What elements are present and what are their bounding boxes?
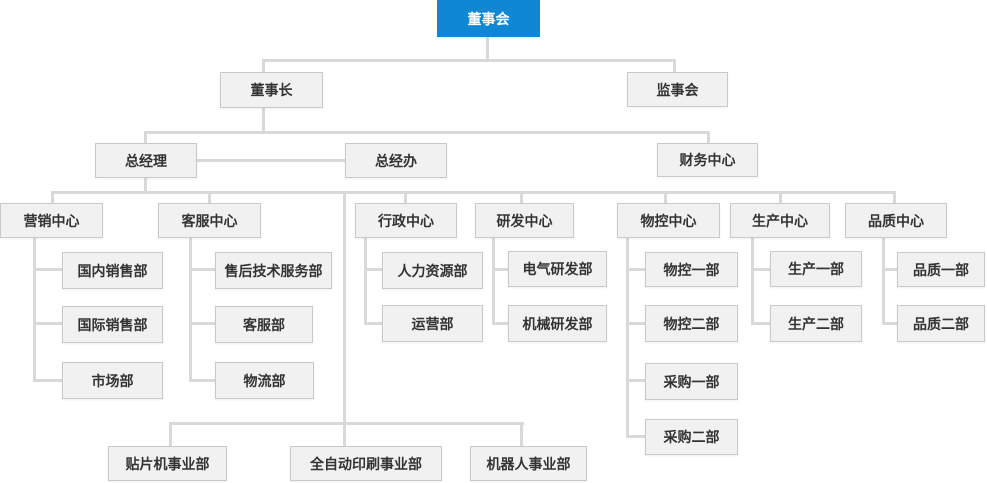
connector-line (492, 322, 508, 325)
node-board-of-directors[interactable]: 董事会 (437, 0, 540, 37)
connector-line (144, 131, 147, 144)
connector-line (33, 238, 36, 382)
node-production-2-dept[interactable]: 生产二部 (770, 305, 862, 342)
connector-line (751, 322, 770, 325)
connector-line (364, 268, 382, 271)
node-purchasing-1-dept[interactable]: 采购一部 (645, 363, 738, 400)
connector-line (626, 379, 645, 382)
connector-line (893, 191, 896, 204)
node-electrical-rd-dept[interactable]: 电气研发部 (508, 251, 607, 287)
node-auto-printing-bu[interactable]: 全自动印刷事业部 (290, 446, 442, 481)
node-material-control-2-dept[interactable]: 物控二部 (645, 305, 738, 342)
node-admin-center[interactable]: 行政中心 (355, 203, 457, 238)
connector-line (169, 422, 524, 425)
node-marketing-center[interactable]: 营销中心 (0, 203, 103, 238)
node-quality-1-dept[interactable]: 品质一部 (897, 252, 985, 287)
node-logistics-dept[interactable]: 物流部 (215, 362, 314, 399)
connector-line (882, 238, 885, 325)
connector-line (196, 159, 346, 162)
node-purchasing-2-dept[interactable]: 采购二部 (645, 419, 738, 455)
node-quality-2-dept[interactable]: 品质二部 (897, 305, 985, 342)
connector-line (626, 435, 645, 438)
connector-line (189, 238, 192, 382)
connector-line (492, 268, 508, 271)
connector-line (664, 191, 667, 204)
connector-line (779, 191, 782, 204)
connector-line (364, 238, 367, 325)
node-production-center[interactable]: 生产中心 (730, 203, 830, 238)
connector-line (486, 36, 489, 62)
node-material-control-1-dept[interactable]: 物控一部 (645, 252, 738, 287)
connector-line (33, 268, 62, 271)
node-finance-center[interactable]: 财务中心 (657, 143, 758, 177)
connector-line (343, 191, 346, 446)
connector-line (882, 268, 897, 271)
connector-line (751, 268, 770, 271)
connector-line (626, 268, 645, 271)
node-operations-dept[interactable]: 运营部 (382, 305, 483, 342)
node-smt-machine-bu[interactable]: 贴片机事业部 (108, 446, 227, 481)
connector-line (262, 59, 676, 62)
node-market-dept[interactable]: 市场部 (62, 362, 163, 399)
connector-line (169, 422, 172, 446)
connector-line (626, 238, 629, 438)
node-material-control-center[interactable]: 物控中心 (617, 203, 720, 238)
connector-line (33, 322, 62, 325)
node-gm-office[interactable]: 总经办 (345, 143, 447, 178)
connector-line (33, 379, 62, 382)
connector-line (882, 322, 897, 325)
connector-line (520, 191, 523, 204)
connector-line (51, 191, 896, 194)
node-international-sales-dept[interactable]: 国际销售部 (62, 306, 163, 343)
connector-line (144, 177, 147, 193)
connector-line (262, 59, 265, 72)
connector-line (262, 107, 265, 134)
node-rd-center[interactable]: 研发中心 (475, 203, 574, 238)
node-supervisory-board[interactable]: 监事会 (627, 72, 728, 107)
connector-line (364, 322, 382, 325)
connector-line (626, 322, 645, 325)
connector-line (751, 238, 754, 325)
node-production-1-dept[interactable]: 生产一部 (770, 251, 862, 287)
node-after-sales-tech-service-dept[interactable]: 售后技术服务部 (215, 252, 332, 289)
node-mechanical-rd-dept[interactable]: 机械研发部 (508, 305, 607, 342)
connector-line (189, 379, 215, 382)
node-robot-bu[interactable]: 机器人事业部 (470, 446, 587, 481)
connector-line (673, 59, 676, 72)
node-customer-service-dept[interactable]: 客服部 (215, 306, 313, 343)
node-hr-dept[interactable]: 人力资源部 (382, 252, 483, 289)
node-chairman[interactable]: 董事长 (220, 72, 323, 108)
node-general-manager[interactable]: 总经理 (95, 143, 197, 178)
connector-line (144, 131, 710, 134)
node-quality-center[interactable]: 品质中心 (845, 203, 947, 238)
node-domestic-sales-dept[interactable]: 国内销售部 (62, 252, 163, 289)
connector-line (189, 322, 215, 325)
node-customer-service-center[interactable]: 客服中心 (158, 203, 261, 238)
connector-line (520, 422, 523, 446)
connector-line (707, 131, 710, 144)
connector-line (404, 191, 407, 204)
connector-line (51, 191, 54, 204)
connector-line (208, 191, 211, 204)
connector-line (492, 238, 495, 325)
connector-line (189, 268, 215, 271)
